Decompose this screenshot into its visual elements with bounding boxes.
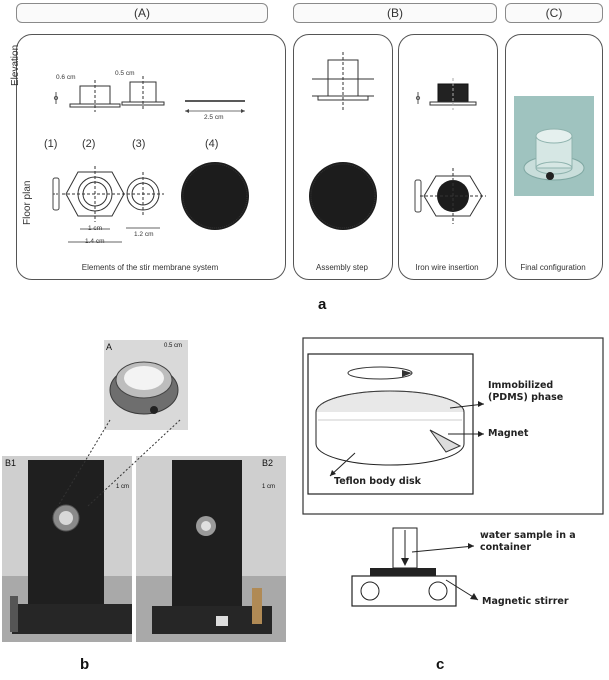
label-b1: B1 xyxy=(5,458,17,468)
scale-b2: 1 cm xyxy=(262,484,276,490)
scale-b1: 1 cm xyxy=(116,484,130,490)
dim-1-2cm: 1.2 cm xyxy=(134,231,154,238)
header-c: (C) xyxy=(505,3,603,23)
item-number-2: (2) xyxy=(82,138,96,150)
inset-photo xyxy=(104,340,188,430)
inset-label: A xyxy=(106,342,113,352)
elements-panel xyxy=(16,34,286,280)
magnet-label: Magnet xyxy=(488,428,529,439)
dim-1-4cm: 1.4 cm xyxy=(85,238,105,245)
photo-b1 xyxy=(2,456,132,642)
header-a: (A) xyxy=(16,3,268,23)
inset-scale: 0.5 cm xyxy=(164,343,183,349)
water-sample-label: water sample in a container xyxy=(480,530,576,553)
item-number-4: (4) xyxy=(205,138,219,150)
item-number-3: (3) xyxy=(132,138,146,150)
pdms-phase-label: Immobilized (PDMS) phase xyxy=(488,380,564,403)
caption-final: Final configuration xyxy=(520,263,586,272)
caption-elements: Elements of the stir membrane system xyxy=(81,263,219,272)
dim-0-5cm: 0.5 cm xyxy=(115,70,135,77)
teflon-label: Teflon body disk xyxy=(334,476,421,487)
iron-panel xyxy=(398,34,498,280)
dim-2-5cm: 2.5 cm xyxy=(204,114,224,121)
caption-iron: Iron wire insertion xyxy=(415,263,479,272)
caption-assembly: Assembly step xyxy=(315,263,369,272)
elevation-drawings xyxy=(53,52,477,113)
dim-0-6cm: 0.6 cm xyxy=(56,74,76,81)
item-number-1: (1) xyxy=(44,138,58,150)
dim-1cm: 1 cm xyxy=(88,225,103,232)
figure-label-a: a xyxy=(318,296,327,313)
final-configuration-photo xyxy=(514,96,594,196)
photo-b2 xyxy=(136,456,286,642)
label-b2: B2 xyxy=(262,458,274,468)
figure-label-b: b xyxy=(80,656,90,673)
floor-plan-drawings xyxy=(52,162,486,243)
magnetic-stirrer-label: Magnetic stirrer xyxy=(482,596,569,607)
figure-label-c: c xyxy=(436,656,445,673)
header-b: (B) xyxy=(293,3,497,23)
